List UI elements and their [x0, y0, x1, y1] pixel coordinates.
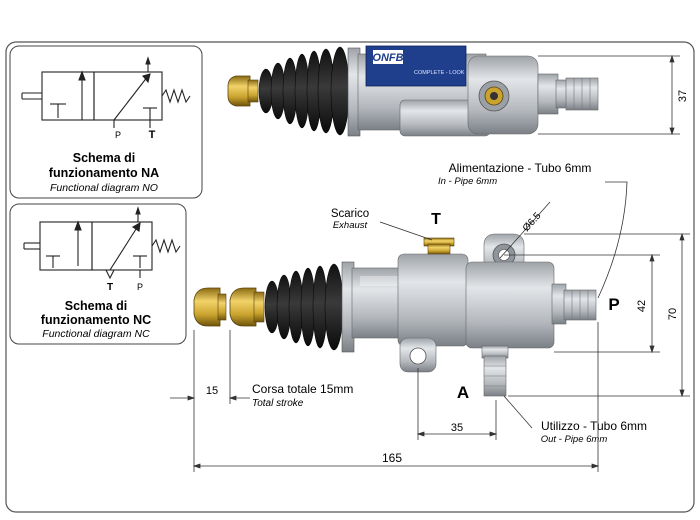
dim-70-label: 70 — [667, 308, 679, 320]
dim-165-label: 165 — [382, 451, 402, 465]
nc-title-line1: Schema di — [65, 299, 128, 313]
utilizzo-label: Utilizzo - Tubo 6mm — [541, 419, 647, 433]
side-view-cylinder — [193, 233, 597, 397]
na-port-p-label: P — [115, 130, 121, 140]
dim-37-label: 37 — [677, 90, 689, 102]
dim-35 — [416, 368, 498, 440]
nc-title-line2: funzionamento NC — [41, 313, 151, 327]
dim-70 — [508, 232, 690, 398]
top-bellows — [258, 46, 350, 136]
dim-15 — [170, 330, 250, 472]
nc-subtitle: Functional diagram NC — [42, 328, 150, 340]
dim-165 — [192, 322, 600, 472]
scarico-label: Scarico — [331, 208, 369, 220]
dim-35-label: 35 — [451, 422, 463, 434]
brand-logo: ONFB — [372, 52, 403, 64]
total-stroke-label: Total stroke — [252, 398, 304, 409]
outer-frame — [5, 41, 695, 513]
na-port-t-label: T — [149, 129, 156, 141]
dim-15-label: 15 — [206, 385, 218, 397]
alimentazione-label: Alimentazione - Tubo 6mm — [449, 161, 592, 175]
port-a-label: A — [457, 383, 469, 402]
na-subtitle: Functional diagram NO — [50, 182, 158, 194]
corsa-label: Corsa totale 15mm — [252, 382, 353, 396]
side-bellows — [264, 263, 344, 351]
dim-37 — [538, 54, 680, 136]
nc-port-t-label: T — [107, 282, 113, 293]
diagram-nc-box: T P Schema di funzionamento NC Functiona… — [9, 203, 187, 345]
top-view-cylinder: ONFB COMPLETE - LOOK — [227, 45, 599, 137]
exhaust-label: Exhaust — [333, 220, 368, 231]
out-pipe-label: Out - Pipe 6mm — [541, 434, 608, 445]
port-t-label: T — [431, 211, 441, 228]
dim-42 — [504, 253, 660, 354]
diagram-na-box: P T Schema di funzionamento NA Functiona… — [9, 45, 203, 199]
nc-port-p-label: P — [137, 282, 143, 292]
dim-42-label: 42 — [636, 300, 648, 312]
na-title-line1: Schema di — [73, 151, 136, 165]
na-valve-symbol — [21, 56, 191, 128]
in-pipe-label: In - Pipe 6mm — [438, 176, 497, 187]
leader-lines — [379, 181, 628, 429]
bore-dim-label: Ø6.5 — [521, 210, 544, 234]
na-title-line2: funzionamento NA — [49, 166, 159, 180]
plate-text: COMPLETE - LOOK — [414, 70, 465, 76]
port-p-label: P — [608, 295, 619, 314]
nc-valve-symbol — [23, 206, 181, 280]
